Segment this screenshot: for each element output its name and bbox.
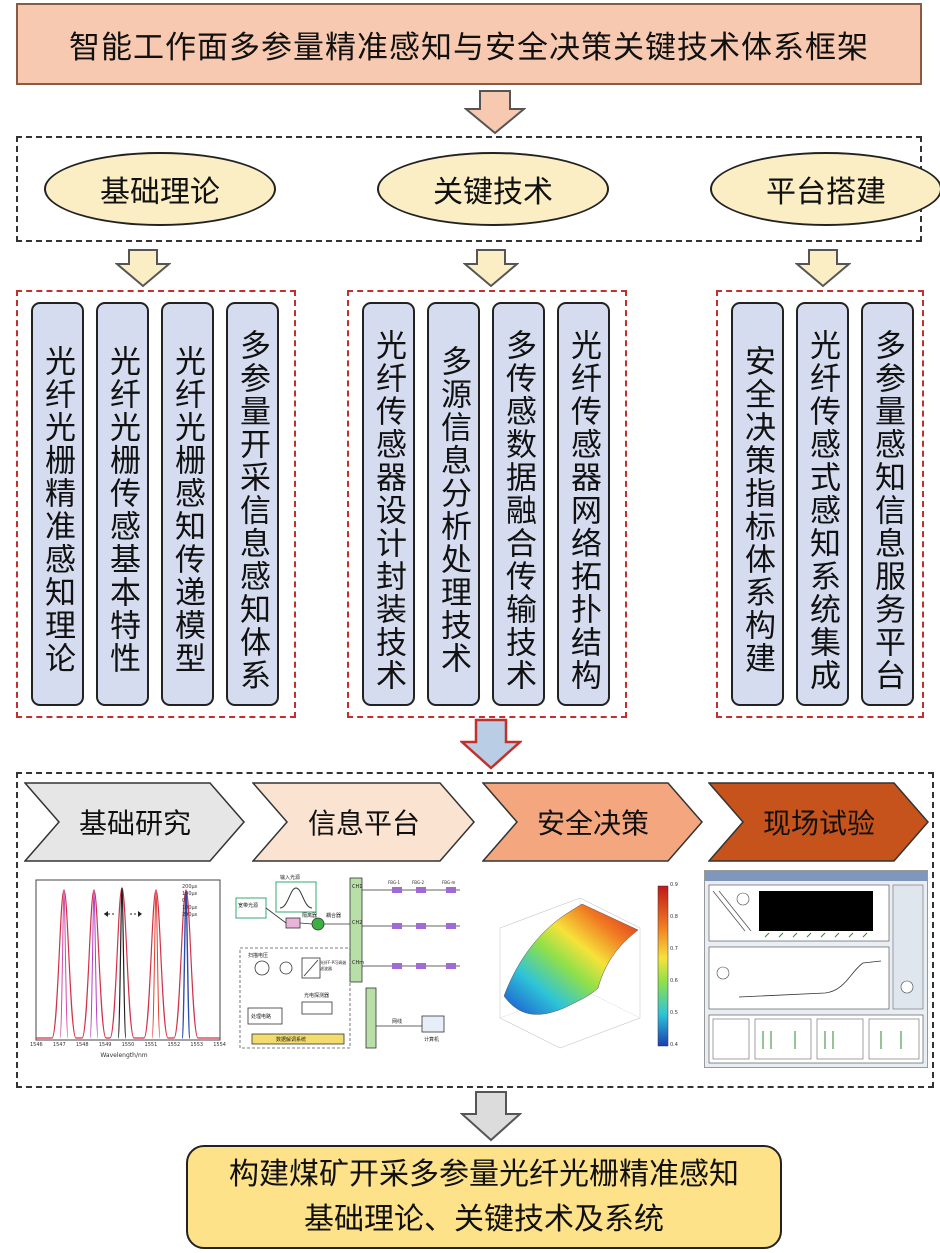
technology-item: 光纤传感器网络拓扑结构 <box>557 302 610 706</box>
colorbar-tick: 0.5 <box>670 1010 678 1016</box>
group-platform-frame <box>716 290 924 718</box>
legend-entry: 100με <box>182 891 198 897</box>
x-tick: 1551 <box>144 1042 158 1048</box>
x-tick: 1550 <box>121 1042 135 1048</box>
x-tick: 1546 <box>30 1042 43 1048</box>
network-label: CHm <box>352 960 365 966</box>
stage-label: 安全决策 <box>536 807 649 840</box>
theory-item: 光纤光栅感知传递模型 <box>161 302 214 706</box>
stage-info-platform: 信息平台 <box>252 782 476 862</box>
arrow-down-icon <box>460 718 522 770</box>
spectrum-legend: 200με 100με 0 100με 200με <box>182 884 197 919</box>
legend-entry: 100με <box>182 905 198 911</box>
surface-plot <box>499 885 669 1049</box>
conclusion-line-1: 构建煤矿开采多参量光纤光栅精准感知 <box>229 1157 739 1192</box>
spectrum-x-label: Wavelength/nm <box>100 1052 148 1059</box>
theory-item: 光纤光栅传感基本特性 <box>96 302 149 706</box>
colorbar-tick: 0.9 <box>670 882 678 888</box>
technology-item: 多源信息分析处理技术 <box>427 302 480 706</box>
network-label: 宽带光源 <box>238 903 259 909</box>
arrow-down-icon <box>795 249 851 288</box>
framework-title: 智能工作面多参量精准感知与安全决策关键技术体系框架 <box>16 3 922 85</box>
x-tick: 1552 <box>167 1042 181 1048</box>
theory-item: 光纤光栅精准感知理论 <box>31 302 84 706</box>
network-label: 耦合器 <box>326 913 342 919</box>
network-label: 网线 <box>392 1019 403 1025</box>
conclusion-line-2: 基础理论、关键技术及系统 <box>304 1202 664 1237</box>
arrow-down-icon <box>460 1091 522 1142</box>
arrow-down-icon <box>464 90 526 135</box>
theory-item: 多参量开采信息感知体系 <box>226 302 279 706</box>
monitoring-software-figure <box>704 870 928 1068</box>
technology-item: 多传感数据融合传输技术 <box>492 302 545 706</box>
group-basic-theory-frame <box>16 290 296 718</box>
network-label: 隔离器 <box>302 913 318 919</box>
category-platform-building: 平台搭建 <box>710 152 940 226</box>
spectrum-plot <box>35 879 221 1041</box>
spectrum-x-ticks: 1546 1547 1548 1549 1550 1551 1552 1553 … <box>30 1042 226 1048</box>
software-screenshot <box>705 871 927 1064</box>
conclusion-box: 构建煤矿开采多参量光纤光栅精准感知 基础理论、关键技术及系统 <box>186 1145 782 1249</box>
stage-safety-decision: 安全决策 <box>482 782 704 862</box>
spectrum-figure: 200με 100με 0 100με 200με 1546 1547 1548… <box>22 868 226 1064</box>
network-label: CH1 <box>352 884 363 890</box>
network-label: CH2 <box>352 920 363 926</box>
platform-item: 光纤传感式感知系统集成 <box>796 302 849 706</box>
network-label: FBG-m <box>442 880 456 885</box>
category-basic-theory: 基础理论 <box>44 152 276 226</box>
platform-item: 多参量感知信息服务平台 <box>861 302 914 706</box>
stage-label: 基础研究 <box>78 807 191 840</box>
network-label: 输入光源 <box>280 875 301 881</box>
colorbar-tick: 0.4 <box>670 1042 678 1048</box>
x-tick: 1547 <box>52 1042 66 1048</box>
stage-label: 现场试验 <box>762 807 875 840</box>
colorbar-ticks: 0.9 0.8 0.7 0.6 0.5 0.4 <box>670 882 678 1048</box>
network-label: 计算机 <box>424 1037 440 1043</box>
category-key-technology: 关键技术 <box>377 152 609 226</box>
platform-item: 安全决策指标体系构建 <box>731 302 784 706</box>
legend-entry: 200με <box>182 884 198 890</box>
x-tick: 1548 <box>75 1042 89 1048</box>
network-label: FBG-1 <box>388 880 401 885</box>
sensor-network-figure: 宽带光源 输入光源 隔离器 耦合器 扫描电压 光纤F-P可调谐滤波器 光电探测器… <box>232 868 464 1064</box>
stage-basic-research: 基础研究 <box>24 782 246 862</box>
network-label: FBG-2 <box>412 880 425 885</box>
x-tick: 1549 <box>98 1042 112 1048</box>
network-label: 扫描电压 <box>248 953 269 959</box>
technology-item: 光纤传感器设计封装技术 <box>362 302 415 706</box>
x-tick: 1554 <box>213 1042 226 1048</box>
network-label: 数据解调系统 <box>276 1037 307 1043</box>
x-tick: 1553 <box>190 1042 204 1048</box>
stage-label: 信息平台 <box>307 807 420 840</box>
network-label: 光电探测器 <box>304 993 330 999</box>
surface-figure: 0.9 0.8 0.7 0.6 0.5 0.4 <box>470 868 680 1064</box>
research-stages-frame <box>16 772 934 1088</box>
colorbar-tick: 0.6 <box>670 978 678 984</box>
network-label: 光纤F-P可调谐滤波器 <box>320 960 347 971</box>
colorbar-tick: 0.8 <box>670 914 678 920</box>
network-label: 处理电路 <box>251 1014 272 1020</box>
legend-entry: 200με <box>182 912 198 918</box>
stage-field-test: 现场试验 <box>708 782 930 862</box>
group-key-technology-frame <box>347 290 627 718</box>
arrow-down-icon <box>115 249 171 288</box>
legend-entry: 0 <box>182 898 186 904</box>
arrow-down-icon <box>463 249 519 288</box>
colorbar-tick: 0.7 <box>670 946 678 952</box>
network-diagram <box>235 877 460 1049</box>
